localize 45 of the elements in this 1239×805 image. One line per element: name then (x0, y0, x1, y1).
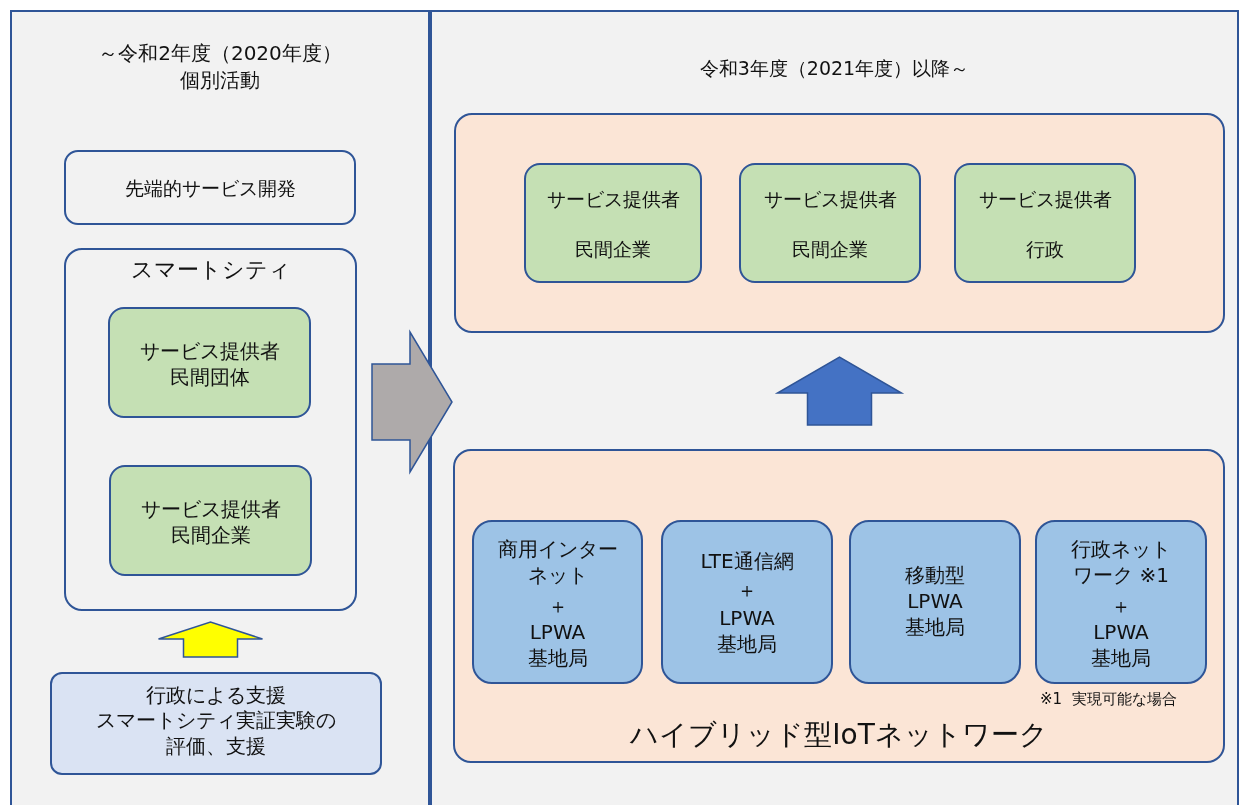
network-box (849, 520, 1021, 684)
label-text: サービス提供者民間企業 (139, 496, 282, 548)
label-text: ＋ (736, 577, 758, 603)
heading: 行政による支援 (145, 682, 287, 708)
network-box (661, 520, 833, 684)
block-arrow (157, 621, 264, 658)
provider-box (524, 163, 702, 283)
label-text: 民間企業 (574, 237, 652, 262)
group-title: スマートシティ (129, 256, 292, 284)
heading: サービス提供者 (977, 187, 1113, 212)
label-text: 民間企業 (791, 237, 869, 262)
footnote: ※1 実現可能な場合 (1040, 690, 1177, 709)
support-box (50, 672, 382, 775)
group-title: ハイブリッド型IoTネットワーク (629, 717, 1049, 753)
column-panel (10, 10, 430, 805)
provider-box (739, 163, 921, 283)
column-heading: ～令和2年度（2020年度）個別活動 (97, 40, 343, 94)
label-text: LPWA基地局 (527, 619, 588, 671)
label-text: LTE通信網 (699, 548, 795, 574)
label-text: ＋ (1110, 593, 1132, 619)
heading: サービス提供者 (762, 187, 898, 212)
process-box (64, 150, 356, 225)
column-heading: 令和3年度（2021年度）以降～ (698, 56, 971, 81)
label-text: 商用インターネット (496, 536, 619, 588)
provider-box (109, 465, 312, 576)
label-text: サービス提供者民間団体 (138, 338, 281, 390)
block-arrow (371, 329, 453, 475)
label-text: 行政 (1025, 237, 1065, 262)
label-text: LPWA基地局 (1091, 619, 1151, 671)
network-group-box (453, 449, 1225, 763)
network-box (1035, 520, 1207, 684)
label-text: ＋ (546, 593, 569, 619)
network-box (472, 520, 643, 684)
group-box (454, 113, 1225, 333)
block-arrow (774, 356, 905, 426)
heading: サービス提供者 (545, 187, 681, 212)
label-text: 行政ネットワーク ※1 (1070, 536, 1172, 588)
label-text: スマートシティ実証実験の評価、支援 (95, 707, 337, 759)
provider-box (108, 307, 311, 418)
provider-box (954, 163, 1136, 283)
column-panel (430, 10, 1239, 805)
label-text: LPWA基地局 (717, 605, 777, 657)
label-text: 移動型LPWA基地局 (904, 562, 966, 640)
group-box (64, 248, 357, 611)
label-text: 先端的サービス開発 (123, 176, 297, 201)
